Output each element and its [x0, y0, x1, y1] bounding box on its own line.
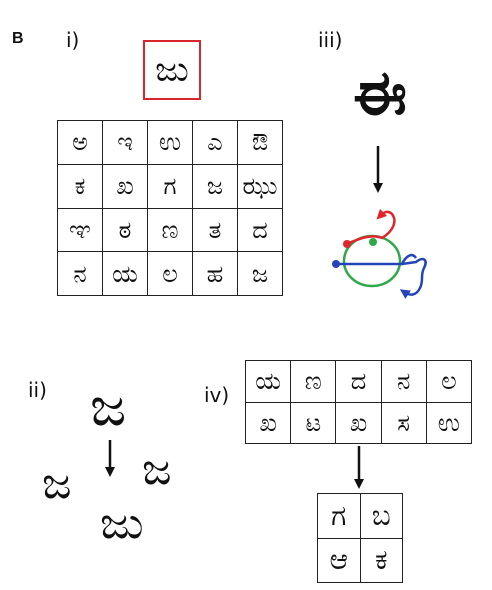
blue-stroke [336, 257, 427, 299]
stroke-trajectory [332, 208, 427, 299]
grid-iv-out-cell: ಗ [317, 493, 361, 539]
sample-character-2: ಜ [142, 444, 172, 495]
grid-iv-cell: ಉ [425, 401, 473, 444]
grid-i-cell: ಖ [102, 163, 148, 209]
query-character-box: ಜು [143, 40, 201, 100]
green-start-dot [369, 238, 377, 246]
source-character: ಜ [90, 375, 127, 438]
grid-iv-out-cell: ಕ [359, 537, 403, 583]
grid-i-cell: ಠ [102, 207, 148, 253]
panel-letter: B [12, 30, 24, 47]
blue-loop [400, 253, 418, 265]
section-iv-label: iv) [204, 383, 230, 407]
grid-iv-cell: ಲ [425, 360, 473, 403]
grid-i-cell: ಕ [57, 163, 103, 209]
blue-start-dot [332, 260, 340, 268]
red-stroke [346, 208, 396, 246]
grid-i-cell: ಉ [147, 120, 193, 165]
section-iii-label: iii) [318, 28, 343, 52]
grid-i-cell: ದ [237, 207, 283, 253]
section-ii-label: ii) [28, 378, 47, 402]
large-character: ಈ [353, 56, 407, 129]
grid-i-cell: ಲ [147, 251, 193, 296]
grid-iv-cell: ನ [380, 360, 427, 403]
grid-iv-out-cell: ಬ [359, 493, 403, 539]
section-i-label: i) [66, 28, 80, 52]
grid-iv-cell: ದ [335, 360, 382, 403]
grid-i-cell: ಜ [237, 251, 283, 296]
grid-i-cell: ಔ [237, 120, 283, 165]
sample-character-1: ಜ [42, 458, 72, 509]
grid-i-cell: ಜ [192, 163, 238, 209]
grid-i-cell: ಯ [102, 251, 148, 296]
grid-iv-cell: ಖ [244, 401, 292, 444]
grid-iv-out-cell: ಆ [317, 537, 361, 583]
grid-i-cell: ಣ [147, 207, 193, 253]
grid-i-cell: ಞ [57, 207, 103, 253]
grid-i-cell: ಅ [57, 120, 103, 165]
red-start-dot [343, 240, 351, 248]
grid-iv-cell: ಸ [380, 401, 427, 444]
sample-character-3: ಜು [100, 498, 144, 549]
grid-i-cell: ಎ [192, 120, 238, 165]
query-character: ಜು [155, 50, 189, 90]
